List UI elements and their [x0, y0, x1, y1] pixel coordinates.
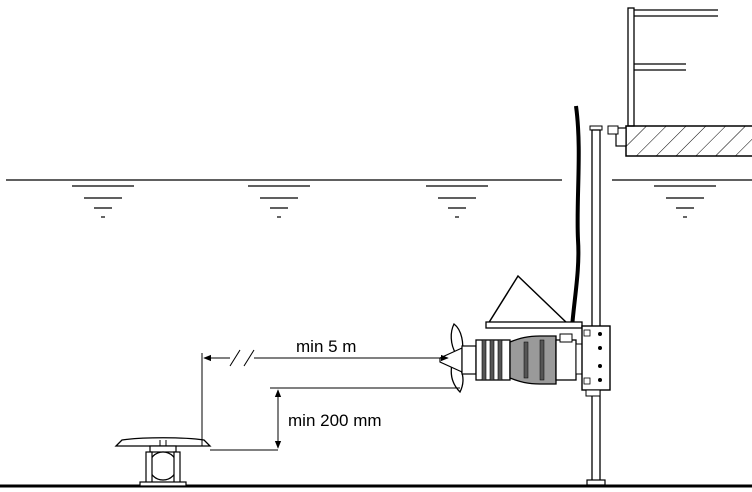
concrete-platform: [607, 125, 752, 157]
diffuser: [114, 437, 212, 487]
railing: [627, 7, 718, 127]
mixer-motor: [439, 323, 585, 394]
water-level-symbol: [72, 185, 134, 218]
water-level-symbol: [248, 185, 310, 218]
mounting-bracket: [581, 325, 611, 397]
water-level-symbol: [654, 185, 716, 218]
guide-pole: [584, 125, 608, 488]
dimension-label-height: min 200 mm: [288, 411, 382, 430]
power-cable: [570, 105, 581, 329]
dimension-horizontal: [201, 349, 449, 446]
water-level-symbol: [426, 185, 488, 218]
dimension-label-distance: min 5 m: [296, 337, 356, 356]
dimension-vertical: [210, 387, 460, 451]
lifting-bracket: [485, 274, 583, 329]
